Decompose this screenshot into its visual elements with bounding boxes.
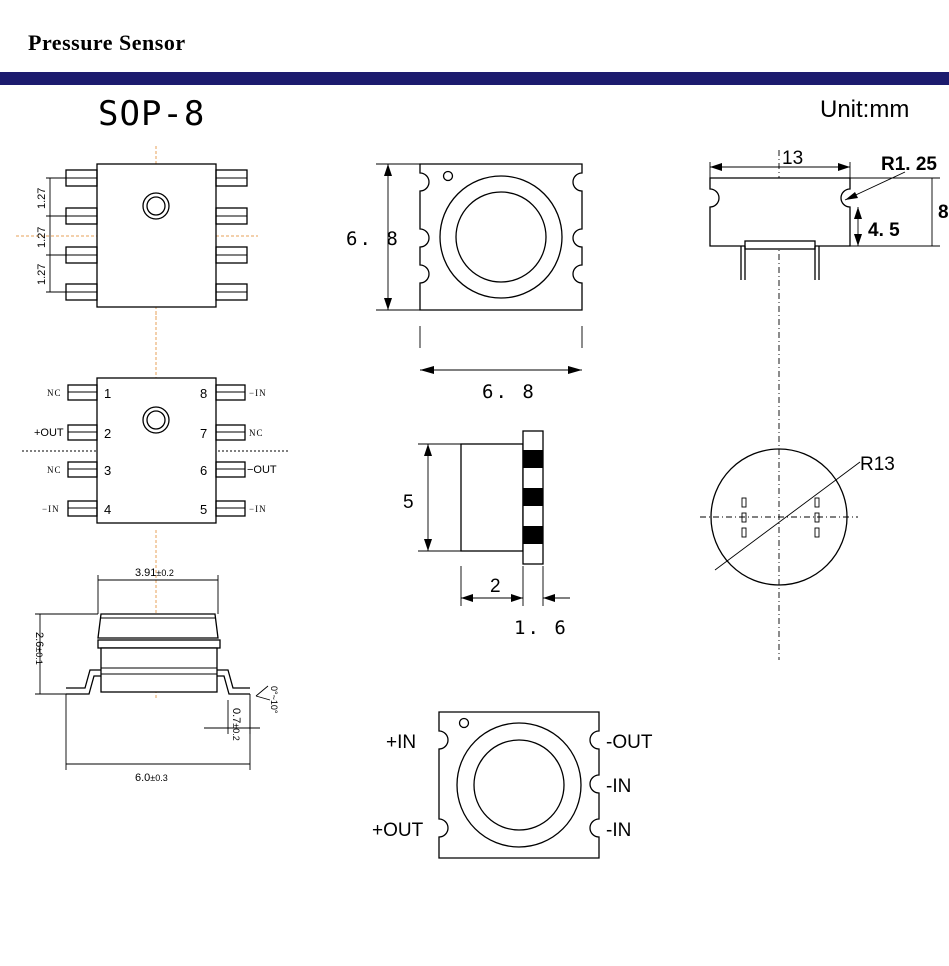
round-width: 13	[782, 148, 803, 169]
pin-number-3: 3	[104, 463, 111, 478]
pin-number-5: 5	[200, 502, 207, 517]
pin-number-8: 8	[200, 386, 207, 401]
pitch-label-1: 1.27	[36, 188, 48, 209]
pin-number-4: 4	[104, 502, 111, 517]
square-package-pinout: +IN +OUT -OUT -IN -IN	[372, 711, 653, 859]
side-height: 5	[403, 492, 414, 513]
height-value: 2.6±0.1	[33, 632, 45, 665]
pin-number-2: 2	[104, 426, 111, 441]
page-title: Pressure Sensor	[28, 30, 186, 55]
body-width-value: 3.91±0.2	[135, 567, 174, 579]
header-bar	[0, 72, 949, 85]
pin-signal-4: −IN	[42, 504, 60, 514]
round-height-total: 8	[938, 202, 949, 223]
side-depth: 2	[490, 576, 501, 597]
round-height-inner: 4. 5	[868, 220, 900, 241]
angle-value: 0°~10°	[269, 686, 279, 714]
pin-signal-7: NC	[249, 428, 264, 438]
overall-value: 6.0±0.3	[135, 772, 168, 784]
package-name: SOP-8	[98, 94, 206, 134]
pitch-label-2: 1.27	[36, 227, 48, 248]
square-pin-minus-in-2: -IN	[606, 820, 631, 841]
square-pin-plus-out: +OUT	[372, 820, 424, 841]
round-package-side: 13 R1. 25 8 4. 5	[709, 148, 949, 660]
pin-number-7: 7	[200, 426, 207, 441]
pin-number-6: 6	[200, 463, 207, 478]
square-package-side: 5 2 1. 6	[403, 430, 570, 639]
pin-signal-5: −IN	[249, 504, 267, 514]
sop8-side-view: 3.91±0.2 2.6±0.1 6.0±0.3 0.7±0.2 0°~10°	[33, 530, 279, 784]
unit-label: Unit:mm	[820, 96, 910, 123]
lead-value: 0.7±0.2	[230, 708, 242, 741]
square-pin-plus-in: +IN	[386, 732, 416, 753]
square-package-top: 6. 8 6. 8	[346, 163, 583, 403]
pin-number-1: 1	[104, 386, 111, 401]
square-width: 6. 8	[482, 381, 536, 403]
pitch-label-3: 1.27	[36, 264, 48, 285]
round-radius-large: R13	[860, 454, 895, 475]
pin-signal-6: −OUT	[247, 464, 277, 476]
side-lead: 1. 6	[514, 617, 568, 639]
square-pin-minus-in-1: -IN	[606, 776, 631, 797]
pin-signal-8: −IN	[249, 388, 267, 398]
pin-signal-1: NC	[47, 388, 62, 398]
sop8-top-view: 1.27 1.27 1.27	[16, 146, 258, 318]
square-height: 6. 8	[346, 228, 400, 250]
sop8-pinout: 1 2 3 4 8 7 6 5 NC +OUT NC −IN −IN NC −O…	[22, 312, 288, 524]
pin-signal-3: NC	[47, 465, 62, 475]
round-radius-small: R1. 25	[881, 154, 937, 175]
round-package-top: R13	[700, 448, 895, 586]
square-pin-minus-out: -OUT	[606, 732, 653, 753]
pin-signal-2: +OUT	[34, 427, 64, 439]
